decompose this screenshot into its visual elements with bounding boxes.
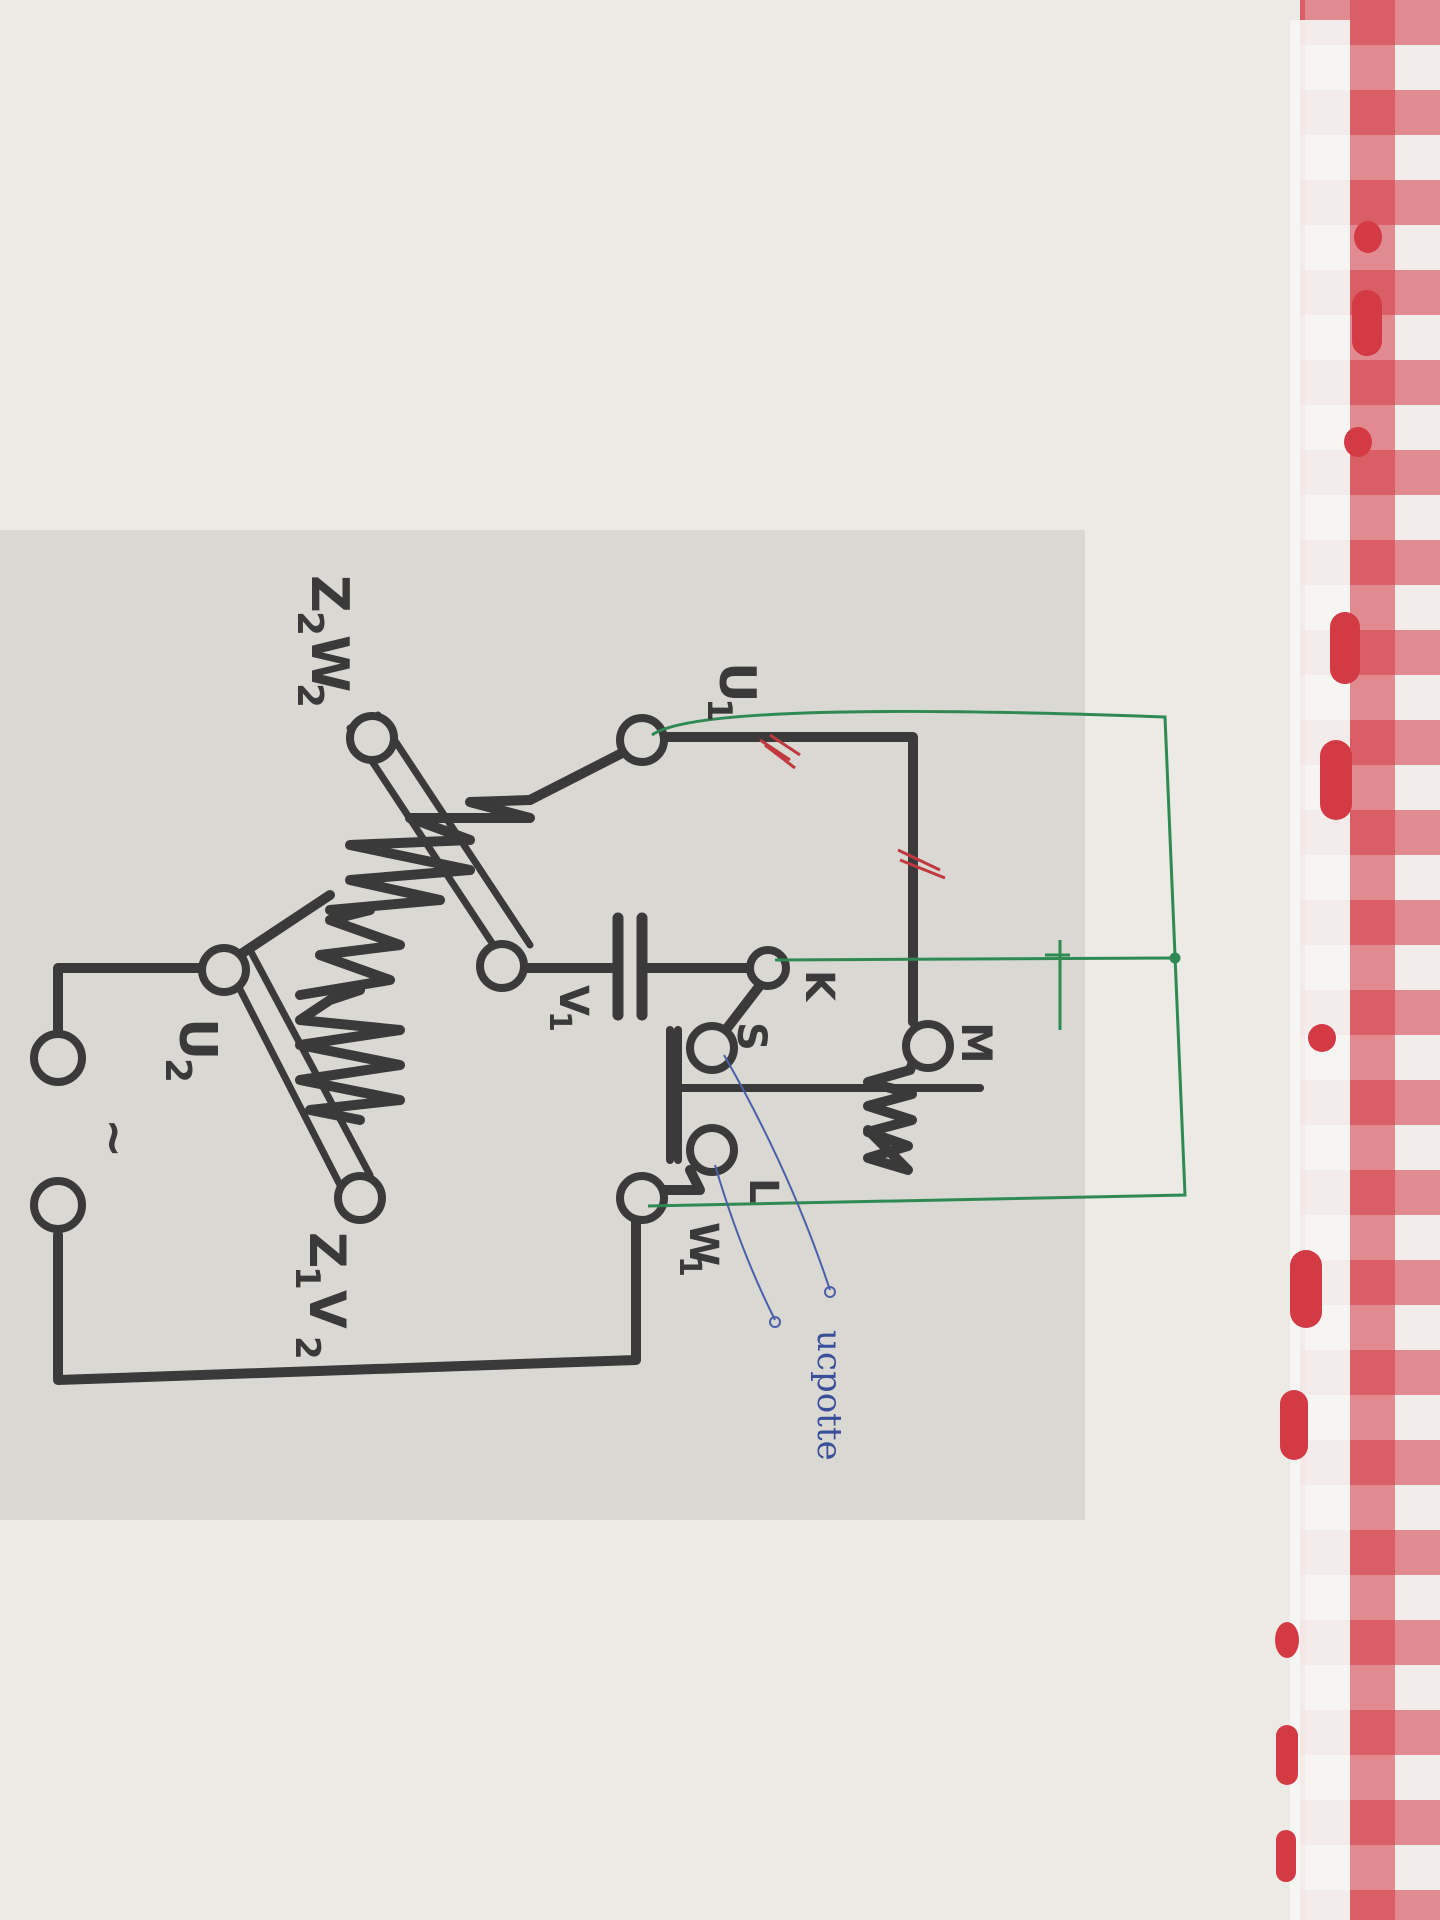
terminal-icon	[686, 1124, 738, 1176]
print-panel	[0, 530, 1085, 1520]
terminal-icon	[198, 944, 250, 996]
punch-hole	[1354, 221, 1382, 253]
label-u1: U 1	[699, 662, 766, 722]
red-marks	[759, 733, 946, 880]
punch-hole	[1275, 1622, 1299, 1658]
svg-text:Z: Z	[299, 575, 359, 613]
punch-hole	[1276, 1830, 1296, 1882]
label-w1: W 1	[672, 1222, 726, 1277]
label-v1: V 1	[542, 985, 596, 1032]
svg-text:2: 2	[157, 1058, 198, 1083]
terminal-icon	[902, 1020, 954, 1072]
schematic	[53, 711, 984, 1385]
punch-hole	[1344, 427, 1372, 457]
punch-hole	[1280, 1390, 1308, 1460]
winding-icon	[295, 905, 405, 1000]
svg-text:2: 2	[289, 611, 330, 636]
sleeve-strip	[1275, 20, 1382, 1920]
relay-core-vertical	[666, 1026, 682, 1164]
terminal-icon	[346, 712, 398, 764]
svg-text:V: V	[550, 985, 596, 1016]
wire-w1-supply	[53, 1205, 641, 1385]
label-z1v2: Z 1 V 2	[287, 1232, 356, 1360]
winding-icon	[325, 795, 535, 915]
label-z2w2: Z 2 W 2	[289, 575, 359, 708]
wire-u1-winding	[525, 745, 633, 805]
terminal-icon	[30, 1030, 86, 1086]
handwritten-note: ucpotte	[809, 1330, 849, 1461]
svg-text:W: W	[299, 635, 359, 692]
label-l: L	[740, 1178, 786, 1204]
punch-hole	[1320, 740, 1352, 820]
terminal-icon	[30, 1177, 86, 1233]
svg-text:1: 1	[542, 1011, 577, 1032]
wire-l-w1	[651, 1165, 705, 1195]
punch-hole	[1276, 1725, 1298, 1785]
label-k: K	[796, 970, 842, 1003]
terminal-icon	[686, 1022, 738, 1074]
terminal-icon	[476, 940, 528, 992]
capacitor-icon	[612, 912, 648, 1021]
svg-text:U: U	[167, 1018, 227, 1060]
label-m: M	[952, 1022, 1001, 1064]
svg-text:1: 1	[672, 1256, 707, 1277]
terminal-icon	[334, 1172, 386, 1224]
svg-text:2: 2	[287, 1336, 327, 1360]
svg-text:V: V	[298, 1290, 356, 1329]
svg-text:W: W	[680, 1222, 726, 1266]
supply-symbol: ~	[86, 1118, 142, 1158]
wire-u1-m	[647, 732, 918, 1027]
bridge-plate	[346, 711, 534, 959]
svg-text:1: 1	[287, 1266, 327, 1290]
bridge-plate	[221, 946, 374, 1189]
terminal-icon	[616, 1172, 668, 1224]
punch-hole	[1308, 1024, 1336, 1052]
winding-icon	[295, 985, 405, 1125]
blue-pen	[714, 1054, 836, 1328]
wire-winding-u2	[230, 890, 335, 963]
punch-hole	[1290, 1250, 1322, 1328]
label-u2: U 2	[157, 1018, 227, 1083]
svg-text:Z: Z	[298, 1232, 356, 1268]
svg-text:U: U	[708, 662, 766, 703]
svg-text:2: 2	[289, 683, 330, 708]
punch-hole	[1352, 290, 1382, 356]
green-wire	[647, 709, 1187, 1208]
relay-coil-icon	[863, 1043, 923, 1175]
svg-text:1: 1	[699, 698, 739, 722]
wire-u2-supply	[53, 963, 215, 1035]
label-s: S	[728, 1022, 774, 1051]
terminal-icon	[616, 714, 668, 766]
punch-hole	[1330, 612, 1360, 684]
terminals	[30, 712, 954, 1233]
